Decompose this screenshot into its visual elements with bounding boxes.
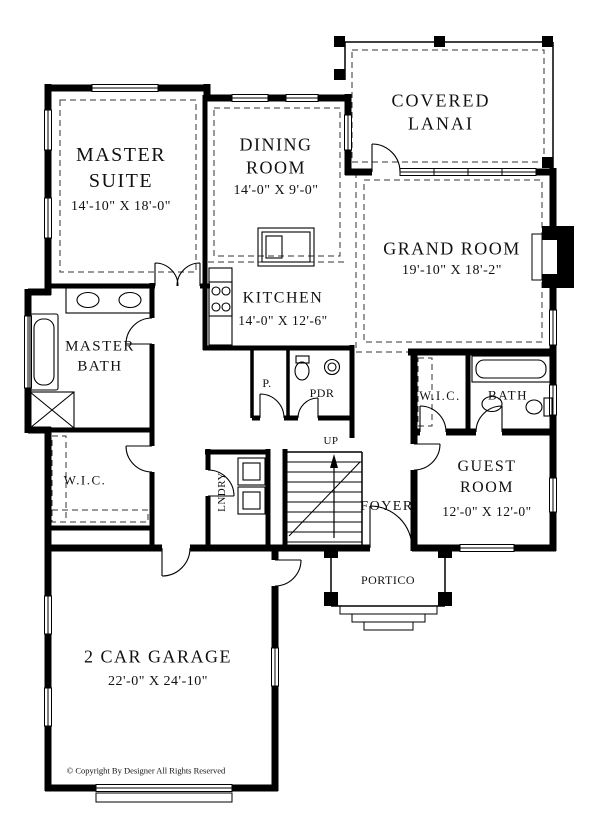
- dryer: [237, 486, 266, 515]
- room-label-powder-room: PDR: [309, 386, 335, 401]
- room-dims-grand-room: 19'-10" X 18'-2": [402, 262, 502, 278]
- room-label-kitchen: KITCHEN: [242, 289, 324, 307]
- room-label-garage: 2 CAR GARAGE: [83, 646, 233, 667]
- room-label-foyer: FOYER: [360, 498, 414, 514]
- kitchen-island: [257, 227, 315, 267]
- copyright-notice: © Copyright By Designer All Rights Reser…: [66, 765, 226, 776]
- room-dims-kitchen: 14'-0" X 12'-6": [238, 313, 328, 329]
- stairs-up-label: UP: [323, 434, 339, 447]
- room-label-bath: BATH: [488, 387, 528, 403]
- washer: [237, 457, 266, 486]
- room-label-wic-left: W.I.C.: [63, 472, 107, 488]
- pdr-toilet: [295, 355, 310, 364]
- interior-walls: [28, 95, 471, 550]
- pdr-sink: [323, 358, 341, 376]
- room-label-wic-right: W.I.C.: [419, 388, 461, 403]
- kitchen-range: [208, 281, 233, 317]
- room-label-guest-room: GUEST ROOM: [457, 458, 517, 496]
- room-label-grand-room: GRAND ROOM: [383, 238, 521, 259]
- stair-up-arrowhead: [330, 454, 338, 468]
- structure-masses: [324, 36, 574, 606]
- room-label-pantry: P.: [262, 376, 272, 391]
- master-vanity: [65, 287, 151, 314]
- fireplace-hearth: [531, 233, 543, 281]
- room-dims-dining-room: 14'-0" X 9'-0": [233, 182, 319, 198]
- room-label-covered-lanai: COVERED LANAI: [391, 90, 491, 134]
- windows: [24, 84, 557, 792]
- master-shower: [29, 391, 75, 429]
- room-dims-guest-room: 12'-0" X 12'-0": [442, 504, 532, 520]
- stair-treads: [287, 461, 362, 543]
- dashed-ceiling-lines: [51, 49, 545, 523]
- guest-toilet: [543, 397, 553, 417]
- guest-tub: [471, 355, 551, 383]
- room-dims-master-suite: 14'-10" X 18'-0": [71, 198, 171, 214]
- room-label-laundry: LNDRY: [215, 472, 228, 512]
- guest-sink: [481, 395, 503, 413]
- room-dims-garage: 22'-0" X 24'-10": [108, 673, 208, 689]
- door-arcs: [125, 143, 503, 587]
- room-label-master-bath: MASTER BATH: [65, 338, 135, 375]
- room-label-master-suite: MASTER SUITE: [75, 144, 167, 192]
- fixtures: [29, 227, 553, 515]
- room-label-portico: PORTICO: [360, 573, 416, 588]
- room-label-dining-room: DINING ROOM: [239, 134, 313, 178]
- fireplace-opening: [542, 240, 557, 274]
- master-tub: [29, 313, 59, 391]
- exterior-walls: [24, 84, 557, 792]
